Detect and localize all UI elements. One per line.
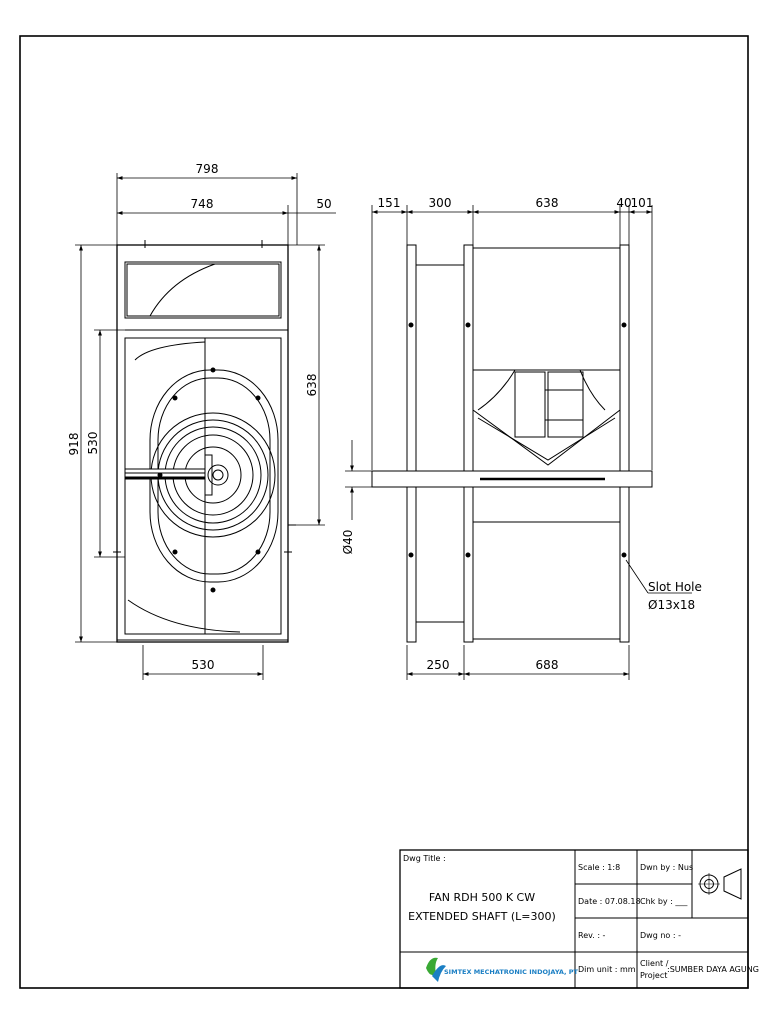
front-dimensions: [75, 173, 336, 680]
dim-side-300: 300: [429, 196, 452, 210]
dim-side-101: 101: [631, 196, 654, 210]
dim-front-530-bottom: 530: [192, 658, 215, 672]
dim-side-151: 151: [378, 196, 401, 210]
side-view: [371, 244, 692, 643]
dim-front-798: 798: [196, 162, 219, 176]
front-outlet: [124, 261, 282, 319]
dim-side-250: 250: [427, 658, 450, 672]
dwg-no-field: Dwg no : -: [640, 931, 681, 940]
dim-unit-field: Dim unit : mm: [578, 965, 636, 974]
dim-side-638: 638: [536, 196, 559, 210]
front-panel: [124, 337, 282, 635]
front-housing-outline: [116, 244, 289, 643]
dim-side-688: 688: [536, 658, 559, 672]
dim-front-50: 50: [316, 197, 331, 211]
date-field: Date : 07.08.18: [578, 897, 641, 906]
hub: [207, 464, 229, 486]
client-label-1: Client /: [640, 959, 669, 968]
dim-shaft-diameter: Ø40: [341, 530, 355, 555]
rev-field: Rev. : -: [578, 931, 606, 940]
scale-field: Scale : 1:8: [578, 863, 620, 872]
dim-side-40: 40: [616, 196, 631, 210]
side-plate-left: [406, 244, 417, 643]
slot-hole-size: Ø13x18: [648, 598, 695, 612]
checked-by-field: Chk by : ___: [640, 897, 688, 906]
side-plate-mid: [463, 244, 474, 643]
drawing-title-line2: EXTENDED SHAFT (L=300): [408, 910, 556, 923]
drawing-title-line1: FAN RDH 500 K CW: [429, 891, 535, 904]
title-block: [399, 849, 749, 989]
simtex-logo-icon: SIMTEX MECHATRONIC INDOJAYA, PT: [426, 957, 579, 982]
dim-front-638: 638: [305, 374, 319, 397]
sheet-border: [19, 35, 749, 989]
client-value: :SUMBER DAYA AGUNG: [667, 965, 759, 974]
front-view: [113, 240, 296, 643]
client-label-2: Project: [640, 971, 667, 980]
dim-front-748: 748: [191, 197, 214, 211]
first-angle-projection-icon: [698, 868, 742, 900]
dwg-title-label: Dwg Title :: [403, 854, 446, 863]
company-name: SIMTEX MECHATRONIC INDOJAYA, PT: [444, 968, 579, 976]
side-dimensions: [345, 205, 653, 680]
dim-front-918: 918: [67, 433, 81, 456]
dim-front-530-vertical: 530: [86, 432, 100, 455]
drawn-by-field: Dwn by : Nus: [640, 863, 693, 872]
side-plate-right: [619, 244, 630, 643]
slot-hole-label: Slot Hole: [648, 580, 702, 594]
